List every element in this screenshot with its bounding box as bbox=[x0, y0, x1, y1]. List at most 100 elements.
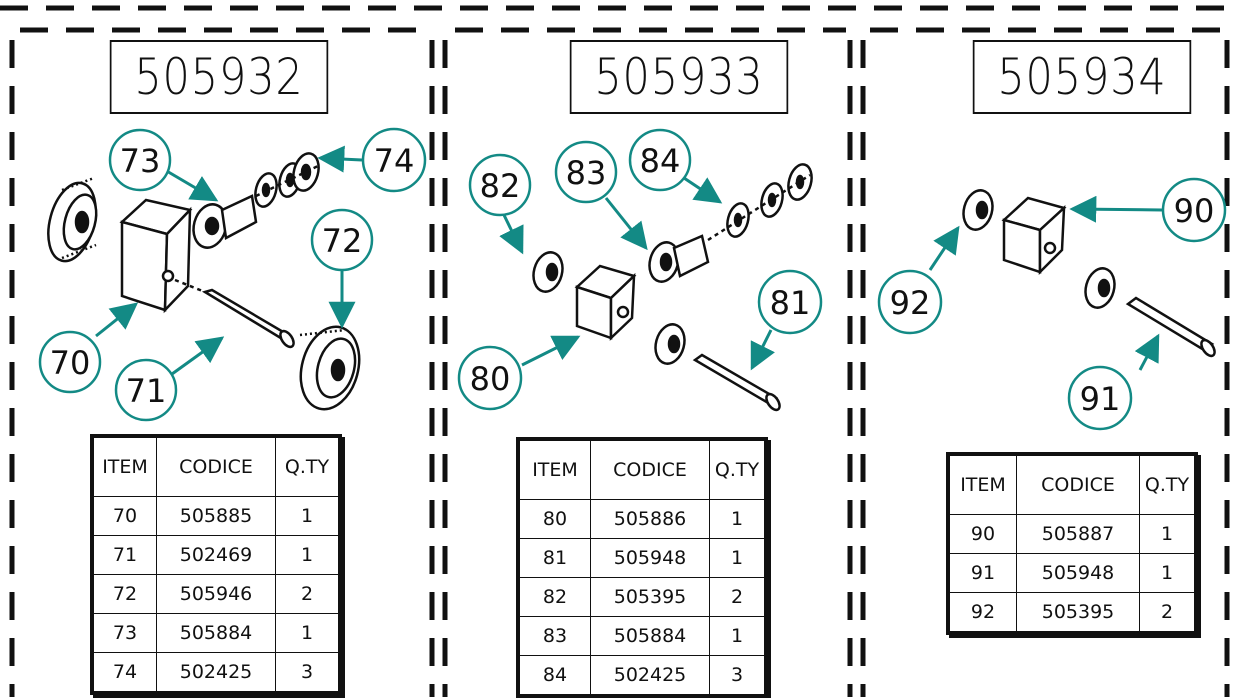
assembly-title-505933: 505933 bbox=[569, 40, 789, 114]
cell-code: 505395 bbox=[590, 577, 710, 617]
header-code: CODICE bbox=[1016, 453, 1140, 515]
svg-text:74: 74 bbox=[374, 142, 415, 180]
callout-82: 82 bbox=[468, 153, 532, 217]
cell-qty: 2 bbox=[1139, 592, 1197, 634]
wheel-right bbox=[299, 325, 361, 411]
shaft-part bbox=[174, 278, 295, 349]
callout-91: 91 bbox=[1067, 365, 1133, 431]
cell-qty: 1 bbox=[275, 496, 341, 536]
cell-code: 505948 bbox=[1016, 553, 1140, 593]
cell-qty: 1 bbox=[1139, 553, 1197, 593]
callout-80: 80 bbox=[457, 345, 523, 411]
svg-text:92: 92 bbox=[890, 284, 931, 322]
cell-qty: 3 bbox=[709, 655, 767, 697]
cell-item: 80 bbox=[517, 499, 591, 539]
leader-lines bbox=[95, 145, 1163, 376]
cell-item: 83 bbox=[517, 616, 591, 656]
cell-code: 505884 bbox=[156, 613, 276, 653]
cell-code: 502425 bbox=[156, 652, 276, 694]
bearing-top-3 bbox=[962, 189, 994, 231]
callout-71: 71 bbox=[114, 358, 178, 422]
bearing-bottom bbox=[654, 323, 686, 365]
cell-qty: 1 bbox=[709, 538, 767, 578]
table-header-row: ITEM CODICE Q.TY bbox=[517, 438, 767, 500]
callout-72: 72 bbox=[310, 208, 374, 272]
cell-item: 72 bbox=[91, 574, 157, 614]
cell-code: 505946 bbox=[156, 574, 276, 614]
cell-code: 505887 bbox=[1016, 514, 1140, 554]
table-header-row: ITEM CODICE Q.TY bbox=[947, 453, 1197, 515]
cell-item: 73 bbox=[91, 613, 157, 653]
bearing-bottom-3 bbox=[1084, 267, 1116, 309]
cell-item: 70 bbox=[91, 496, 157, 536]
cell-qty: 1 bbox=[1139, 514, 1197, 554]
header-qty: Q.TY bbox=[275, 435, 341, 497]
block-part-2 bbox=[574, 264, 637, 341]
pin-part bbox=[192, 194, 258, 249]
assembly-title-505932: 505932 bbox=[109, 40, 329, 114]
callout-70: 70 bbox=[38, 330, 102, 394]
svg-text:82: 82 bbox=[480, 167, 521, 205]
cell-qty: 1 bbox=[275, 613, 341, 653]
cell-code: 505885 bbox=[156, 496, 276, 536]
shaft-part-3 bbox=[1125, 296, 1216, 358]
cell-item: 74 bbox=[91, 652, 157, 694]
callout-83: 83 bbox=[554, 140, 618, 204]
svg-text:84: 84 bbox=[640, 142, 681, 180]
bearing-top bbox=[532, 251, 564, 293]
washers-2 bbox=[707, 163, 813, 242]
washers bbox=[254, 152, 321, 208]
callout-bubbles: 73 74 72 70 71 82 83 84 81 80 90 92 91 bbox=[38, 127, 1227, 431]
cell-qty: 2 bbox=[275, 574, 341, 614]
callout-81: 81 bbox=[757, 269, 823, 335]
cell-item: 91 bbox=[947, 553, 1017, 593]
svg-text:72: 72 bbox=[322, 222, 363, 260]
svg-text:80: 80 bbox=[470, 360, 511, 398]
cell-code: 502425 bbox=[590, 655, 710, 697]
cell-code: 505948 bbox=[590, 538, 710, 578]
cell-item: 81 bbox=[517, 538, 591, 578]
cell-qty: 1 bbox=[709, 616, 767, 656]
cell-item: 90 bbox=[947, 514, 1017, 554]
panel1-parts bbox=[47, 152, 361, 411]
svg-text:73: 73 bbox=[120, 142, 161, 180]
svg-text:71: 71 bbox=[126, 372, 167, 410]
callout-73: 73 bbox=[108, 128, 172, 192]
cell-qty: 1 bbox=[709, 499, 767, 539]
header-code: CODICE bbox=[156, 435, 276, 497]
header-qty: Q.TY bbox=[1139, 453, 1197, 515]
cell-item: 71 bbox=[91, 535, 157, 575]
cell-item: 84 bbox=[517, 655, 591, 697]
callout-74: 74 bbox=[361, 127, 427, 193]
cell-item: 92 bbox=[947, 592, 1017, 634]
panel2-parts bbox=[532, 163, 813, 412]
cell-code: 505395 bbox=[1016, 592, 1140, 634]
assembly-title-505934: 505934 bbox=[972, 40, 1192, 114]
cell-item: 82 bbox=[517, 577, 591, 617]
outer-frame bbox=[0, 5, 1239, 697]
svg-text:70: 70 bbox=[50, 344, 91, 382]
cell-qty: 3 bbox=[275, 652, 341, 694]
cell-code: 505884 bbox=[590, 616, 710, 656]
cell-code: 505886 bbox=[590, 499, 710, 539]
panel3-parts bbox=[962, 189, 1216, 358]
wheel-left bbox=[47, 176, 98, 263]
callout-92: 92 bbox=[877, 269, 943, 335]
cell-qty: 1 bbox=[275, 535, 341, 575]
svg-text:90: 90 bbox=[1174, 192, 1215, 230]
header-item: ITEM bbox=[517, 438, 591, 500]
